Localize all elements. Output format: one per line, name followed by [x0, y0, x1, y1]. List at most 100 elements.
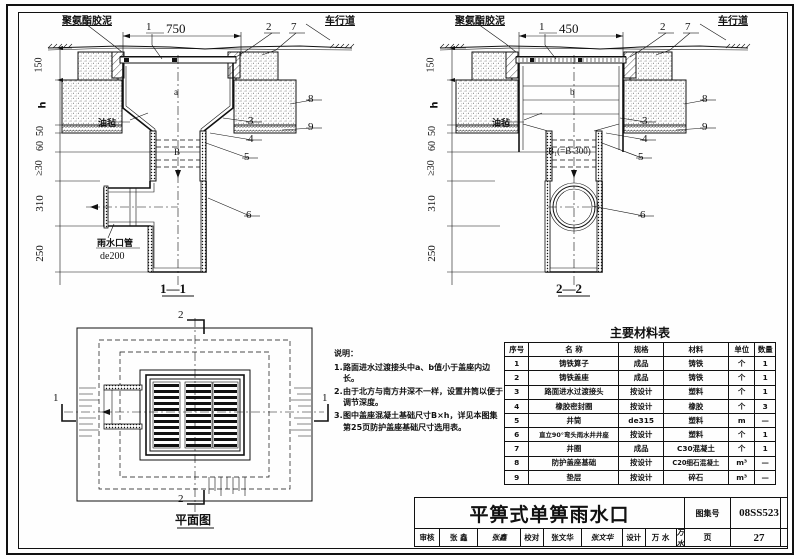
atlas-label: 图集号	[685, 498, 731, 528]
cell-no: 3	[503, 384, 530, 400]
cell-qty: 1	[754, 370, 776, 386]
vdim-310-sec1: 310	[33, 195, 46, 212]
cell-material: C20细石混凝土	[662, 455, 729, 471]
vdim-30-sec2: ≥30	[425, 160, 437, 176]
atlas-number: 08SS523	[739, 507, 779, 519]
table-row: 5 井筒 de315 塑料 m —	[503, 412, 776, 429]
col-spec: 规格	[618, 341, 664, 358]
vdim-h-sec2: h	[429, 101, 441, 109]
col-qty: 数量	[754, 341, 776, 358]
table-row: 2 铸铁盖座 成品 铸铁 个 1	[503, 370, 776, 386]
checker-name: 张文华	[544, 529, 583, 546]
cell-name: 直立90°弯头雨水井井座	[528, 427, 620, 443]
title-block: 平箅式单箅雨水口 审核 张 鑫 张鑫 校对 张文华 张文华 设计 万 水 万水 …	[414, 497, 788, 548]
plan-section-mark-1-left: 1	[53, 392, 59, 404]
vdim-60-sec1: 60	[35, 141, 46, 151]
section-2-2-geometry	[439, 23, 751, 297]
page-label: 页	[685, 529, 731, 546]
cell-spec: 按设计	[618, 455, 664, 471]
label-inlet-pipe-spec: de200	[100, 251, 125, 262]
cell-qty: 1	[754, 384, 776, 400]
dim-B1: B₁(=B-300)	[548, 146, 591, 156]
cell-unit: m	[727, 412, 756, 429]
vdim-30-sec1: ≥30	[33, 160, 45, 176]
label-roadway-2-2: 车行道	[718, 16, 748, 27]
cell-qty: —	[754, 469, 776, 485]
callout-7-sec1: 7	[291, 21, 297, 33]
cell-unit: 个	[727, 356, 756, 372]
cell-no: 5	[503, 412, 530, 429]
vdim-150-sec1: 150	[33, 57, 45, 73]
title-block-right: 图集号 08SS523 页 27	[685, 498, 787, 546]
cell-name: 铸铁算子	[528, 356, 620, 372]
table-row: 9 垫层 按设计 碎石 m³ —	[503, 469, 776, 485]
cell-no: 4	[503, 398, 530, 414]
reviewer-name: 张 鑫	[440, 529, 479, 546]
callout-9-sec1: 9	[308, 121, 314, 133]
cell-name: 井筒	[528, 412, 620, 429]
plan-section-mark-1-right: 1	[322, 392, 328, 404]
dim-B: B	[174, 147, 181, 157]
cell-no: 9	[503, 469, 530, 485]
cell-name: 垫层	[528, 469, 620, 485]
dim-750: 750	[166, 21, 186, 36]
dim-b: b	[570, 87, 575, 97]
col-unit: 单位	[727, 341, 756, 358]
cell-spec: 按设计	[618, 384, 664, 400]
note-index: 1.	[334, 362, 343, 372]
dim-a: a	[174, 87, 178, 97]
cell-qty: —	[754, 412, 776, 429]
cell-unit: 个	[727, 427, 756, 443]
note-item: 2. 由于北方与南方井深不一样，设置井筒以便于调节深度。	[334, 386, 504, 409]
callout-5-sec2: 5	[638, 151, 644, 163]
plan-view-geometry	[61, 318, 329, 529]
label-mastic-1-1: 聚氨酯胶泥	[62, 16, 112, 27]
vdim-150-sec2: 150	[425, 57, 437, 73]
cell-unit: 个	[727, 370, 756, 386]
section-1-1-geometry	[47, 23, 355, 297]
cell-qty: 3	[754, 398, 776, 414]
callout-3-sec1: 3	[248, 115, 254, 127]
cell-material: C30混凝土	[662, 441, 729, 457]
note-index: 2.	[334, 386, 343, 396]
cell-unit: 个	[727, 441, 756, 457]
cell-spec: 成品	[618, 356, 664, 372]
table-header-row: 序号 名 称 规格 材料 单位 数量	[503, 341, 776, 358]
cell-qty: 1	[754, 441, 776, 457]
cell-qty: —	[754, 455, 776, 471]
cell-material: 铸铁	[662, 356, 729, 372]
cell-spec: 按设计	[618, 469, 664, 485]
callout-6-sec1: 6	[246, 209, 252, 221]
cell-unit: 个	[727, 384, 756, 400]
page-number: 27	[753, 531, 765, 544]
vdim-310-sec2: 310	[425, 195, 438, 212]
checker-signature: 张文华	[582, 529, 623, 546]
callout-9-sec2: 9	[702, 121, 708, 133]
note-item: 1. 路面进水过渡接头中a、b值小于盖座内边长。	[334, 362, 504, 385]
role-review-label: 审核	[415, 529, 440, 546]
caption-section-1-1: 1—1	[160, 281, 186, 296]
vdim-60-sec2: 60	[427, 141, 438, 151]
cell-material: 碎石	[662, 469, 729, 485]
cell-material: 铸铁	[662, 370, 729, 386]
table-row: 6 直立90°弯头雨水井井座 按设计 塑料 个 1	[503, 427, 776, 443]
title-block-left: 平箅式单箅雨水口 审核 张 鑫 张鑫 校对 张文华 张文华 设计 万 水 万水	[415, 498, 685, 548]
cell-no: 2	[503, 370, 530, 386]
cell-material: 塑料	[662, 412, 729, 429]
cell-spec: 按设计	[618, 398, 664, 414]
note-index: 3.	[334, 410, 343, 420]
note-text: 路面进水过渡接头中a、b值小于盖座内边长。	[343, 362, 491, 384]
materials-table: 序号 名 称 规格 材料 单位 数量 1 铸铁算子 成品 铸铁 个 1	[503, 341, 776, 485]
table-row: 4 橡胶密封圈 按设计 橡胶 个 3	[503, 398, 776, 414]
cell-no: 1	[503, 356, 530, 372]
callout-8-sec1: 8	[308, 93, 314, 105]
callout-8-sec2: 8	[702, 93, 708, 105]
vdim-50-sec1: 50	[35, 126, 46, 136]
vdim-250-sec2: 250	[425, 245, 438, 262]
dim-450: 450	[559, 21, 579, 36]
table-row: 1 铸铁算子 成品 铸铁 个 1	[503, 356, 776, 372]
designer-signature: 万水	[676, 527, 685, 548]
notes-heading: 说明：	[334, 349, 358, 358]
sheet-border-inner	[18, 12, 788, 549]
note-text: 图中盖座混凝土基础尺寸B×h，详见本图集第25页防护盖座基础尺寸选用表。	[343, 410, 498, 432]
